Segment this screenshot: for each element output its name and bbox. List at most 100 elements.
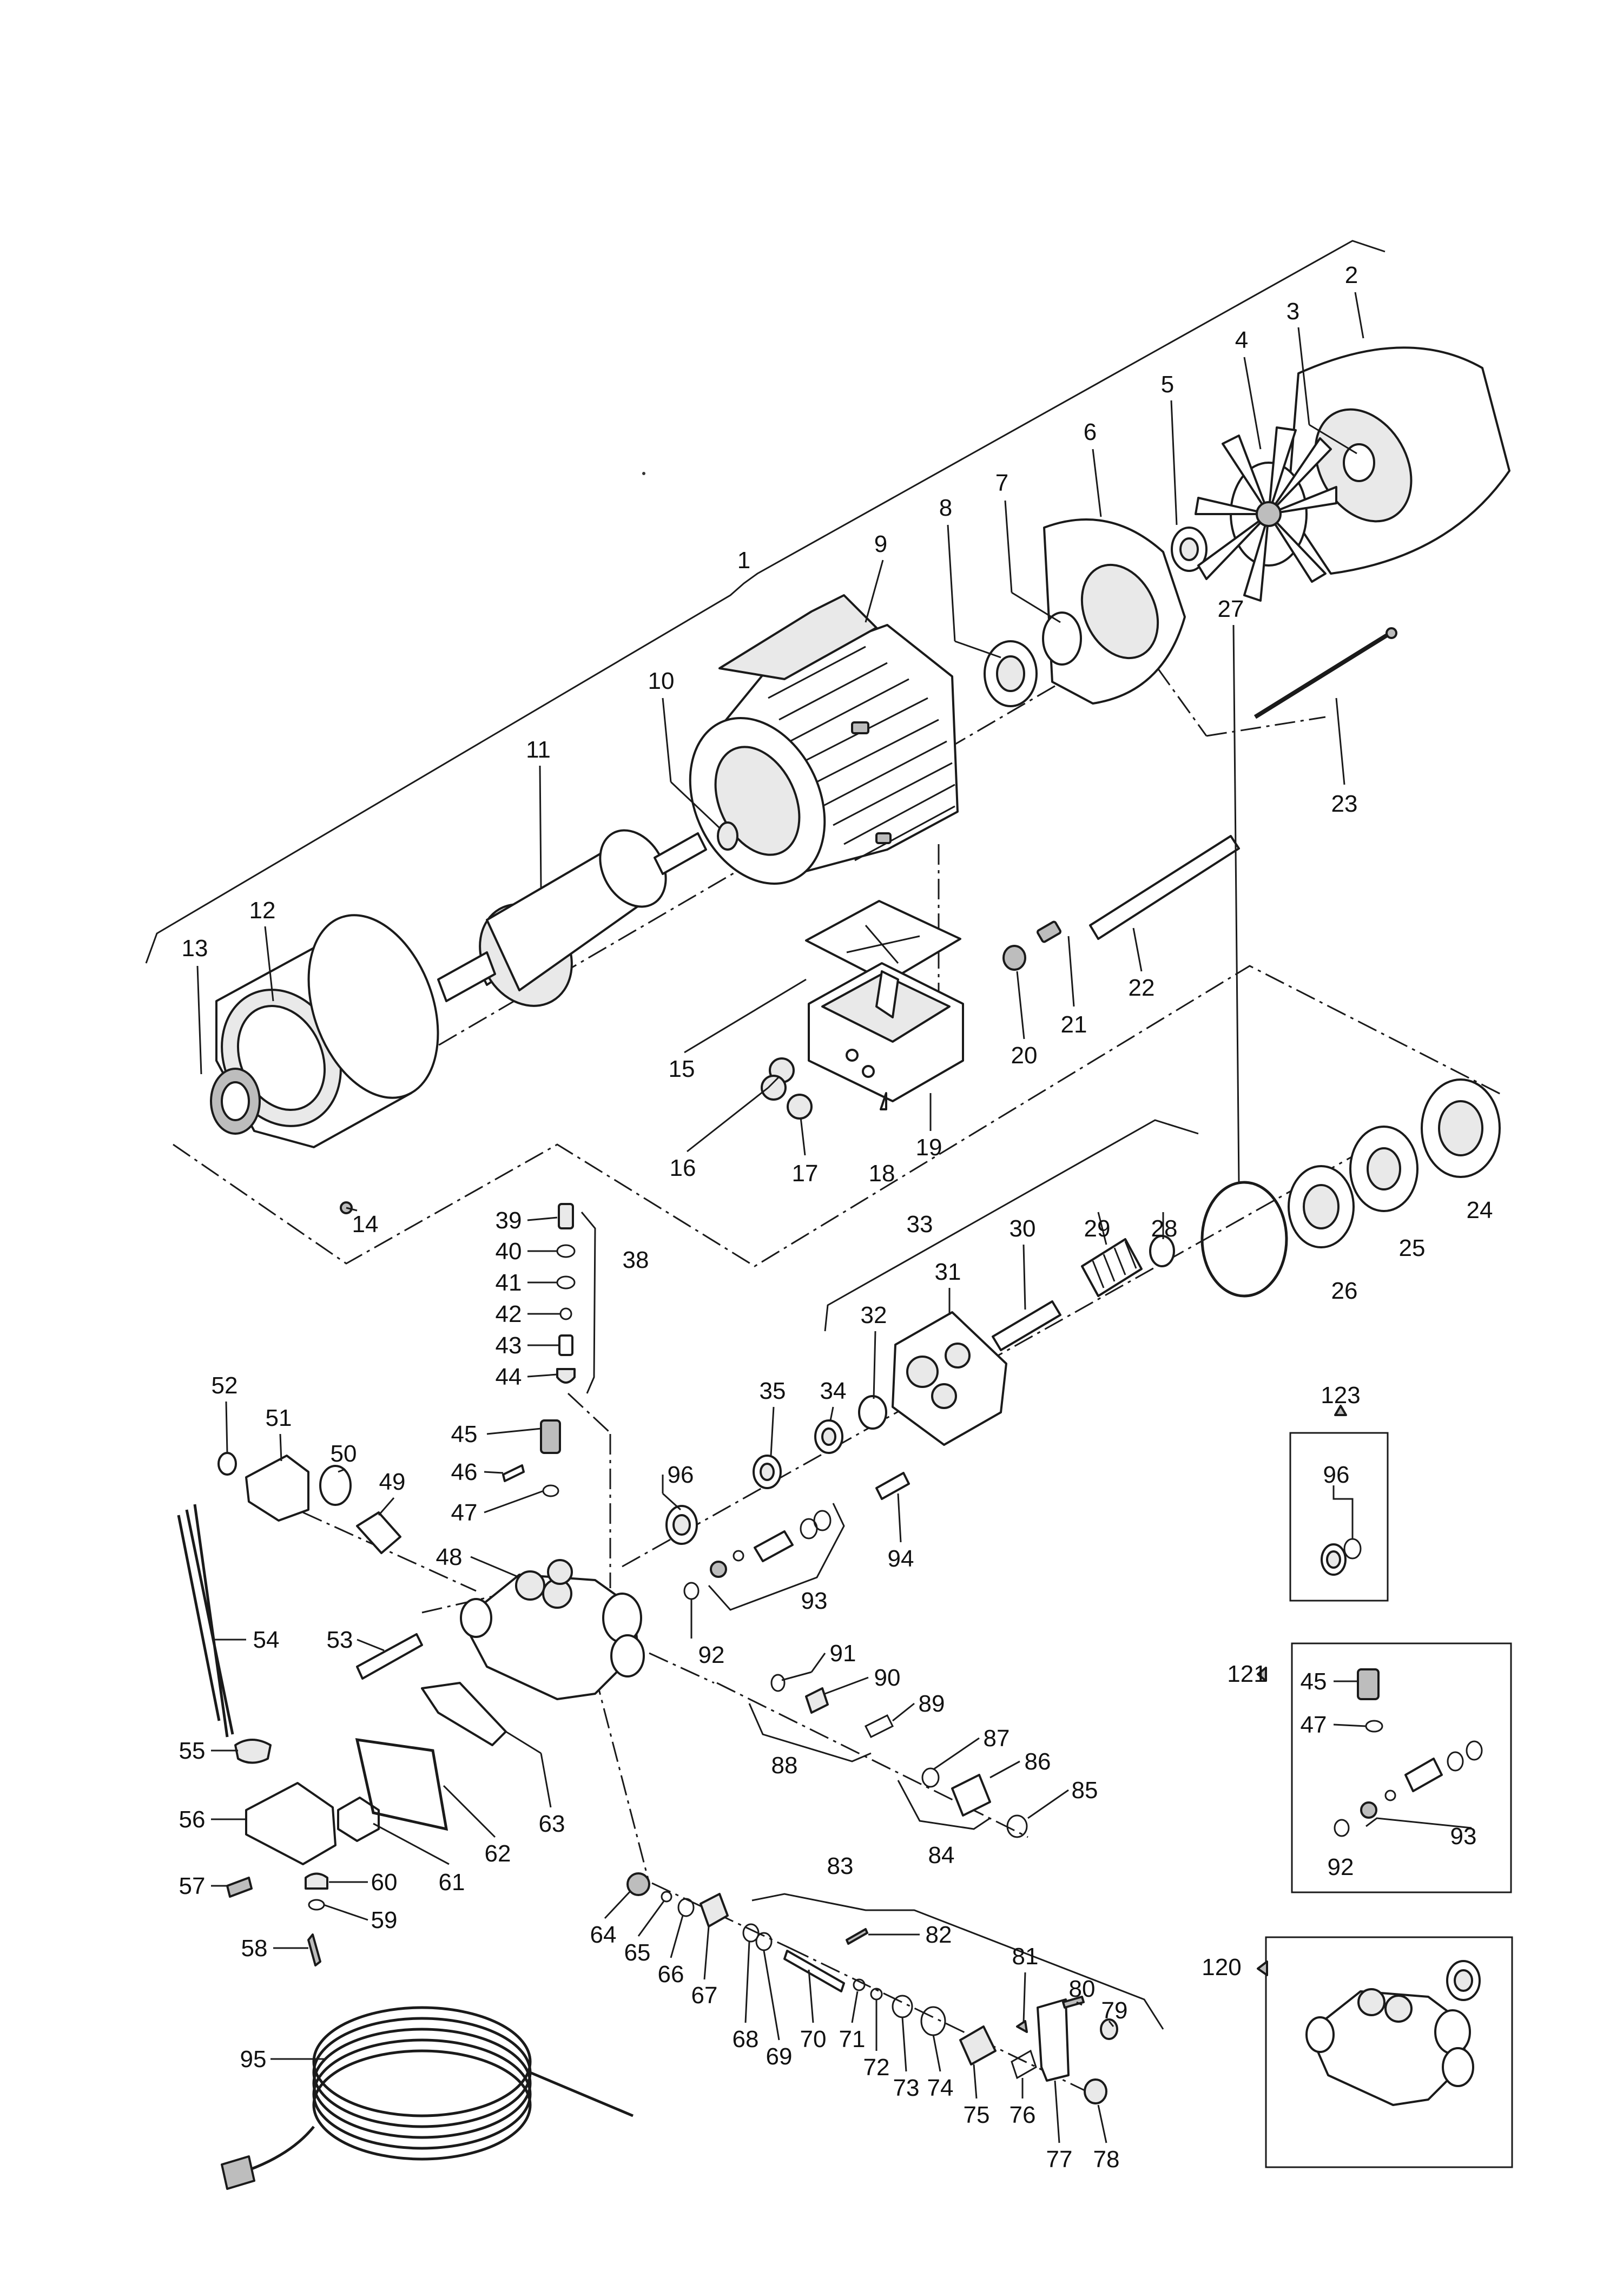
- part-label-45: 45: [451, 1421, 478, 1448]
- leader-lines: [196, 292, 1367, 2143]
- part-label-29: 29: [1084, 1215, 1111, 1242]
- part-label-18: 18: [869, 1160, 895, 1187]
- part-label-10: 10: [648, 668, 675, 694]
- part-label-47: 47: [451, 1499, 478, 1526]
- part-label-85: 85: [1072, 1777, 1098, 1804]
- part-label-59: 59: [371, 1907, 398, 1933]
- part-label-42: 42: [496, 1301, 522, 1327]
- part-label-121: 121: [1227, 1661, 1266, 1687]
- part-label-48: 48: [436, 1544, 463, 1570]
- part-label-34: 34: [820, 1378, 847, 1404]
- part-label-67: 67: [691, 1982, 718, 2009]
- part-label-80: 80: [1069, 1976, 1096, 2002]
- valve-stack: [556, 1203, 576, 1384]
- part-label-22: 22: [1129, 975, 1155, 1001]
- part-label-17: 17: [792, 1160, 819, 1187]
- part-label-23: 23: [1331, 791, 1358, 817]
- part-label-61: 61: [439, 1869, 465, 1896]
- part-label-120: 120: [1202, 1954, 1241, 1981]
- part-label-50: 50: [331, 1440, 357, 1467]
- part-label-72: 72: [863, 2054, 890, 2081]
- front-flange: [210, 914, 439, 1214]
- part-label-90: 90: [874, 1665, 901, 1691]
- part-label-55: 55: [179, 1738, 206, 1764]
- part-label-14: 14: [352, 1211, 379, 1238]
- part-label-35: 35: [760, 1378, 786, 1404]
- part-label-20: 20: [1011, 1042, 1038, 1069]
- part-label-19: 19: [916, 1134, 942, 1161]
- part-label-81: 81: [1012, 1943, 1039, 1970]
- speck: [642, 472, 645, 475]
- part-label-88: 88: [771, 1752, 798, 1779]
- part-label-96: 96: [1323, 1462, 1350, 1488]
- part-label-63: 63: [539, 1811, 565, 1837]
- part-label-7: 7: [995, 470, 1008, 496]
- part-label-96: 96: [668, 1462, 694, 1488]
- part-label-123: 123: [1321, 1382, 1360, 1409]
- motor-housing: [689, 594, 959, 885]
- part-label-56: 56: [179, 1806, 206, 1833]
- part-label-64: 64: [590, 1922, 617, 1948]
- part-label-62: 62: [485, 1840, 511, 1867]
- part-label-58: 58: [241, 1935, 268, 1962]
- part-label-30: 30: [1010, 1215, 1036, 1242]
- part-label-32: 32: [861, 1302, 887, 1328]
- part-label-38: 38: [623, 1247, 649, 1273]
- part-label-87: 87: [984, 1725, 1010, 1752]
- electrical-parts: [177, 1504, 507, 1966]
- part-label-95: 95: [240, 2046, 267, 2073]
- part-label-68: 68: [733, 2026, 759, 2052]
- part-label-21: 21: [1061, 1011, 1087, 1038]
- part-label-78: 78: [1093, 2146, 1120, 2173]
- part-label-84: 84: [928, 1842, 955, 1869]
- fan: [1195, 426, 1337, 602]
- inset-boxes: [1257, 1405, 1513, 2168]
- part-label-3: 3: [1286, 298, 1299, 325]
- part-label-13: 13: [182, 935, 208, 962]
- part-label-40: 40: [496, 1238, 522, 1265]
- hose-coil: [221, 2006, 634, 2190]
- part-label-41: 41: [496, 1269, 522, 1296]
- part-label-57: 57: [179, 1873, 206, 1899]
- rear-parts: [984, 346, 1510, 707]
- part-label-1: 1: [737, 547, 750, 574]
- part-label-31: 31: [935, 1259, 961, 1285]
- part-label-33: 33: [907, 1211, 933, 1238]
- part-label-11: 11: [526, 736, 551, 763]
- part-label-82: 82: [926, 1922, 952, 1948]
- part-label-28: 28: [1151, 1215, 1178, 1242]
- part-label-27: 27: [1218, 596, 1244, 622]
- part-label-46: 46: [451, 1459, 478, 1485]
- pump-bearings: [1149, 1078, 1501, 1298]
- part-label-91: 91: [830, 1640, 856, 1667]
- part-label-75: 75: [964, 2102, 990, 2128]
- part-label-71: 71: [839, 2026, 866, 2052]
- part-label-15: 15: [669, 1056, 695, 1082]
- pump-drive: [753, 1238, 1143, 1500]
- part-label-94: 94: [888, 1545, 914, 1572]
- part-label-44: 44: [496, 1364, 522, 1390]
- part-label-53: 53: [327, 1627, 353, 1653]
- part-label-4: 4: [1235, 327, 1248, 353]
- part-label-74: 74: [927, 2075, 954, 2101]
- unloader-parts: [770, 1674, 1028, 1838]
- part-label-8: 8: [939, 495, 952, 521]
- part-label-73: 73: [893, 2075, 920, 2101]
- part-label-69: 69: [766, 2043, 793, 2070]
- part-label-12: 12: [249, 897, 276, 924]
- part-label-51: 51: [266, 1405, 292, 1431]
- pump-head: [217, 1419, 832, 1700]
- part-label-52: 52: [212, 1372, 238, 1399]
- part-label-86: 86: [1025, 1748, 1051, 1775]
- part-label-77: 77: [1046, 2146, 1073, 2173]
- group-outlines: [145, 240, 1505, 2030]
- part-label-92: 92: [1328, 1854, 1354, 1880]
- part-label-45: 45: [1301, 1668, 1327, 1695]
- part-label-25: 25: [1399, 1235, 1426, 1261]
- part-label-43: 43: [496, 1332, 522, 1359]
- part-label-6: 6: [1084, 419, 1097, 445]
- part-label-93: 93: [801, 1588, 828, 1614]
